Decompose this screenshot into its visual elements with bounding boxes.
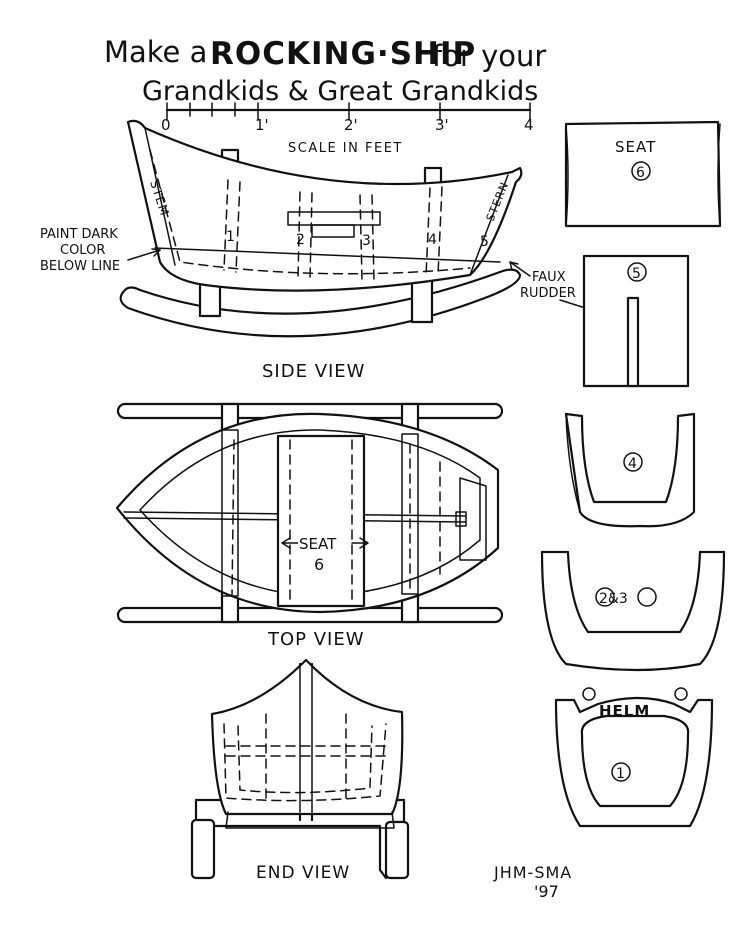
part-seat: SEAT 6 <box>564 120 722 228</box>
part-frame-4: 4 <box>564 412 696 528</box>
top-seat <box>276 434 366 608</box>
frame-number-3: 3 <box>362 233 371 249</box>
signature-year: '97 <box>534 882 559 901</box>
part-seat-number: 6 <box>636 165 645 181</box>
end-view-caption: END VIEW <box>256 863 350 883</box>
title-line2: Grandkids & Great Grandkids <box>142 76 538 107</box>
part-frame1-number: 1 <box>616 766 625 782</box>
scale-tick-0: 0 <box>161 116 171 134</box>
paint-note-line2: COLOR <box>60 243 105 258</box>
title-block: Make a ROCKING·SHIP for your Grandkids &… <box>104 35 546 107</box>
end-view: END VIEW <box>190 658 410 883</box>
title-line1-start: Make a <box>104 35 207 69</box>
scale-tick-4: 4 <box>524 116 534 134</box>
top-view-caption: TOP VIEW <box>267 629 365 650</box>
frame-number-2: 2 <box>296 232 305 248</box>
part-frame23-number: 2&3 <box>599 591 628 607</box>
top-seat-number: 6 <box>314 555 324 574</box>
title-line1-end: for your <box>432 39 546 73</box>
side-hull <box>126 119 523 292</box>
part-stern-number: 5 <box>632 266 641 282</box>
frame-number-4: 4 <box>428 232 437 248</box>
paint-note-line3: BELOW LINE <box>40 259 120 274</box>
scale-bar: 0 1' 2' 3' 4 SCALE IN FEET <box>161 102 534 156</box>
frame-number-1: 1 <box>226 229 235 245</box>
part-frame4-number: 4 <box>628 456 637 472</box>
side-view: STEM STERN 1 2 3 4 5 PAINT DARK COLOR BE… <box>40 119 631 382</box>
side-rocker <box>119 268 522 338</box>
scale-tick-2: 2' <box>344 116 358 134</box>
signature-initials: JHM-SMA <box>493 863 572 882</box>
part-frame-2-3: 2&3 <box>540 550 726 672</box>
part-seat-label: SEAT <box>615 138 656 156</box>
helm-label: HELM <box>599 702 650 720</box>
part-frame-1-helm: HELM 1 <box>554 687 714 828</box>
rudder-note-line1: FAUX <box>532 270 566 285</box>
scale-tick-3: 3' <box>435 116 449 134</box>
scale-caption: SCALE IN FEET <box>288 141 403 156</box>
scale-tick-1: 1' <box>255 116 269 134</box>
top-view: SEAT 6 TOP VIEW <box>115 402 504 650</box>
rudder-note-line2: RUDDER <box>520 286 576 301</box>
frame-number-5: 5 <box>480 234 489 250</box>
top-seat-label: SEAT <box>299 535 337 553</box>
title-emphasis: ROCKING·SHIP <box>210 36 476 72</box>
side-waterline <box>154 247 501 263</box>
end-hull <box>210 658 404 816</box>
paint-note-line1: PAINT DARK <box>40 227 118 242</box>
part-stern: 5 <box>582 254 690 388</box>
side-view-caption: SIDE VIEW <box>262 361 365 382</box>
signature: JHM-SMA '97 <box>493 863 572 901</box>
